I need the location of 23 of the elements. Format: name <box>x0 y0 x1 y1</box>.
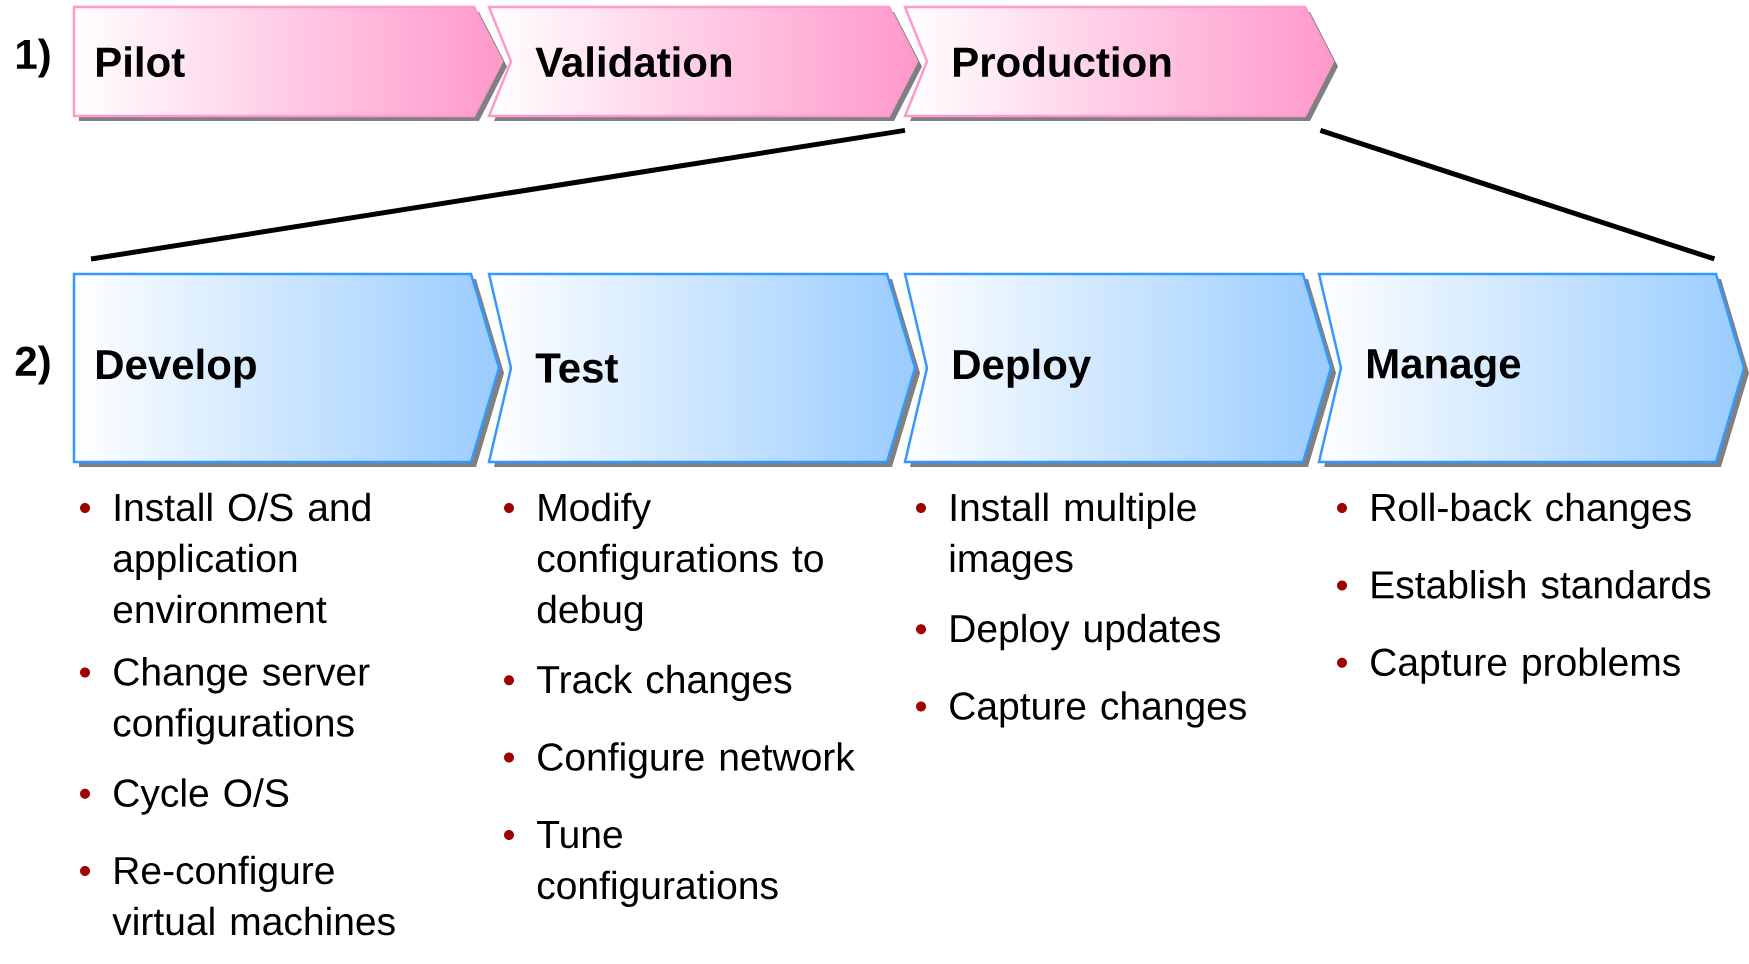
bullet-item: Install multiple images <box>950 492 1196 580</box>
bullet-item: Re-configure virtual machines <box>112 855 395 936</box>
bullet-item: Cycle O/S <box>114 778 289 815</box>
bullet-item: Establish standards <box>1372 570 1711 599</box>
zoom-line <box>1319 128 1716 262</box>
bullet-item: Configure network <box>538 742 855 779</box>
bullet-item: Deploy updates <box>951 613 1220 651</box>
bullet-item: Modify configurations to debug <box>537 492 823 631</box>
process-step: Test <box>487 272 920 467</box>
process-step: Pilot <box>72 5 507 121</box>
bullet-item: Track changes <box>537 664 792 702</box>
process-step: Deploy <box>903 272 1336 467</box>
process-step: Manage <box>1317 272 1749 467</box>
zoom-line <box>90 127 906 262</box>
bullet-item: Tune configurations <box>537 821 778 907</box>
bullet-item: Capture problems <box>1371 647 1680 684</box>
process-step: Develop <box>72 272 504 467</box>
process-step: Production <box>903 5 1338 121</box>
process-step: Validation <box>487 5 922 121</box>
bullet-item: Change server configurations <box>113 657 370 745</box>
bullet-item: Roll-back changes <box>1372 492 1691 529</box>
bullet-item: Install O/S and application environment <box>113 492 370 624</box>
bullet-item: Capture changes <box>950 691 1246 728</box>
